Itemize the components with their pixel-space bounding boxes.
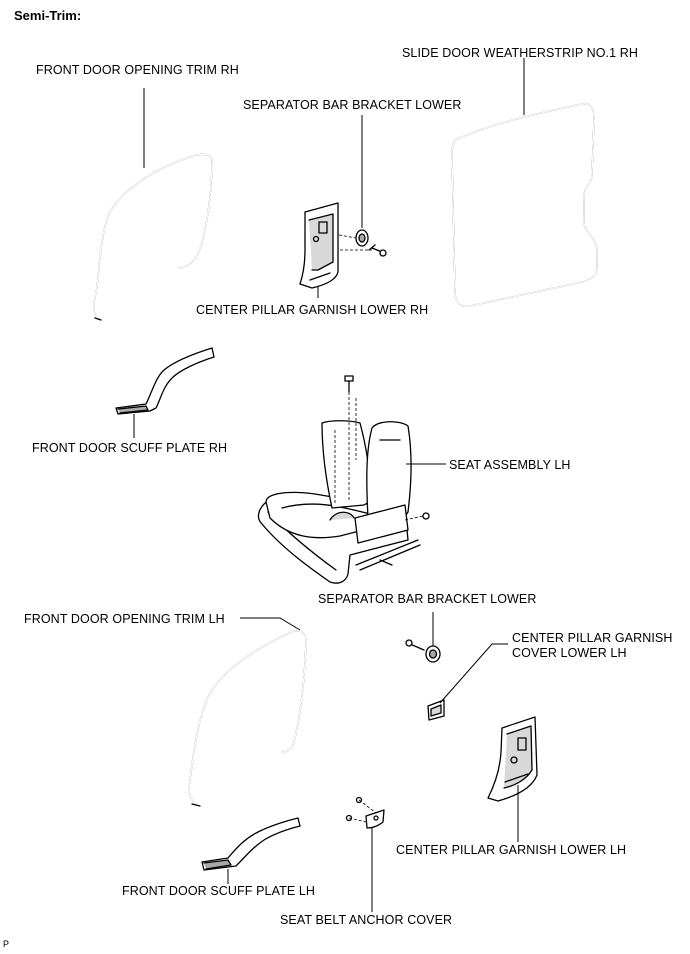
label-separator-bar-bracket-lower-bottom: SEPARATOR BAR BRACKET LOWER bbox=[318, 592, 537, 606]
bolt-top bbox=[368, 244, 387, 257]
label-front-door-opening-trim-rh: FRONT DOOR OPENING TRIM RH bbox=[36, 63, 239, 77]
dash-anchor-cover-2 bbox=[348, 817, 367, 823]
slide-door-weatherstrip-no1-rh bbox=[451, 102, 598, 308]
front-door-scuff-plate-rh bbox=[115, 347, 215, 415]
seat-mount-bolt bbox=[344, 375, 430, 520]
leader-front-door-opening-trim-lh bbox=[240, 617, 301, 631]
label-separator-bar-bracket-lower-top: SEPARATOR BAR BRACKET LOWER bbox=[243, 98, 462, 112]
dash-anchor-cover-1 bbox=[358, 799, 377, 814]
label-center-pillar-garnish-lower-rh: CENTER PILLAR GARNISH LOWER RH bbox=[196, 303, 429, 317]
label-front-door-scuff-plate-lh: FRONT DOOR SCUFF PLATE LH bbox=[122, 884, 316, 898]
front-door-opening-trim-lh bbox=[188, 630, 307, 807]
label-seat-assembly-lh: SEAT ASSEMBLY LH bbox=[449, 458, 571, 472]
center-pillar-garnish-lower-lh bbox=[487, 716, 538, 802]
front-door-scuff-plate-lh bbox=[201, 817, 301, 871]
seat-assembly-lh bbox=[257, 420, 421, 584]
bolt-bottom bbox=[405, 639, 425, 651]
label-center-pillar-garnish-lower-lh: CENTER PILLAR GARNISH LOWER LH bbox=[396, 843, 627, 857]
label-center-pillar-garnish-cover-lower-lh-line2: COVER LOWER LH bbox=[512, 646, 627, 660]
dash-bracket-top bbox=[338, 234, 357, 239]
label-front-door-scuff-plate-rh: FRONT DOOR SCUFF PLATE RH bbox=[32, 441, 228, 455]
center-pillar-garnish-lower-rh bbox=[299, 202, 339, 289]
label-center-pillar-garnish-cover-lower-lh-line1: CENTER PILLAR GARNISH bbox=[512, 631, 673, 645]
separator-bar-bracket-lower-top bbox=[355, 229, 369, 247]
figure-code: P bbox=[3, 939, 10, 949]
center-pillar-garnish-cover-lower-lh bbox=[427, 699, 445, 721]
label-front-door-opening-trim-lh: FRONT DOOR OPENING TRIM LH bbox=[24, 612, 225, 626]
page-title: Semi-Trim: bbox=[14, 8, 82, 23]
front-door-opening-trim-rh bbox=[93, 153, 213, 321]
seat-belt-anchor-cover bbox=[345, 796, 385, 829]
separator-bar-bracket-lower-bottom bbox=[425, 645, 441, 663]
dash-seat-right bbox=[404, 515, 424, 521]
leader-center-pillar-garnish-cover bbox=[439, 643, 508, 704]
label-slide-door-weatherstrip-no1-rh: SLIDE DOOR WEATHERSTRIP NO.1 RH bbox=[402, 46, 639, 60]
label-seat-belt-anchor-cover: SEAT BELT ANCHOR COVER bbox=[280, 913, 453, 927]
